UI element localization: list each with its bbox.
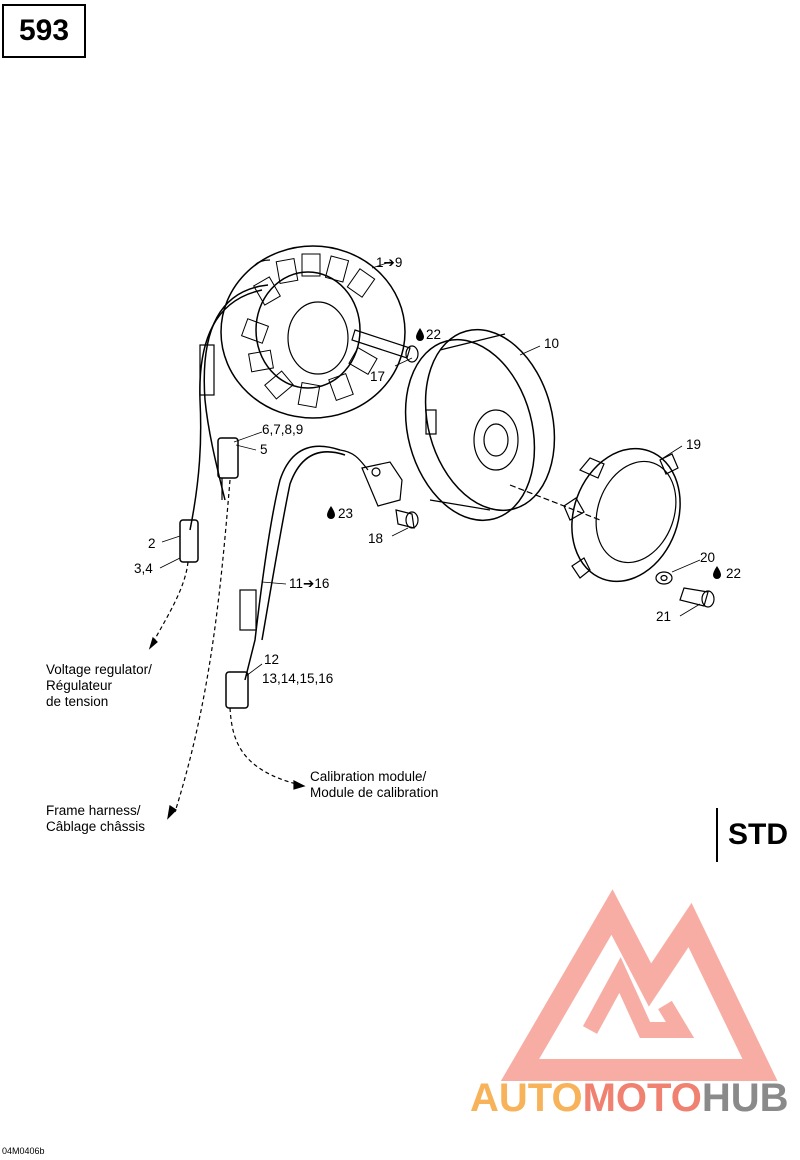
stator-part xyxy=(220,245,406,419)
callout-2: 2 xyxy=(148,536,156,551)
document-code: 04M0406b xyxy=(2,1146,45,1156)
callout-22-bolt: 22 xyxy=(426,327,442,342)
drop-icon xyxy=(713,566,721,579)
callout-13-16: 13,14,15,16 xyxy=(262,671,334,686)
callout-6-7-8-9: 6,7,8,9 xyxy=(262,422,304,437)
drop-icon xyxy=(416,328,424,341)
callout-3-4: 3,4 xyxy=(134,561,153,576)
callout-1-9: 1➔9 xyxy=(376,255,403,270)
callout-11-16: 11➔16 xyxy=(289,576,330,591)
sensor-part xyxy=(361,461,419,529)
callout-5: 5 xyxy=(260,442,268,457)
callout-21: 21 xyxy=(656,609,672,624)
callout-12: 12 xyxy=(264,652,280,667)
std-badge: STD xyxy=(716,808,798,862)
callout-20: 20 xyxy=(700,550,716,565)
page-number: 593 xyxy=(2,4,86,58)
callout-23: 23 xyxy=(338,506,354,521)
starter-gear-part xyxy=(563,447,681,583)
voltage-regulator-label: Voltage regulator/ Régulateur de tension xyxy=(46,662,152,709)
callout-10: 10 xyxy=(544,336,560,351)
callout-17: 17 xyxy=(370,369,386,384)
flywheel-part xyxy=(404,328,556,522)
calibration-module-label: Calibration module/ Module de calibratio… xyxy=(310,769,439,800)
frame-harness-label: Frame harness/ Câblage châssis xyxy=(46,803,146,834)
drop-icon xyxy=(327,506,335,519)
callout-19: 19 xyxy=(686,437,702,452)
watermark-text: AUTOMOTOHUB xyxy=(470,1076,789,1120)
bolt-17 xyxy=(351,329,419,363)
callout-22-screw: 22 xyxy=(726,566,742,581)
callout-18: 18 xyxy=(368,531,384,546)
